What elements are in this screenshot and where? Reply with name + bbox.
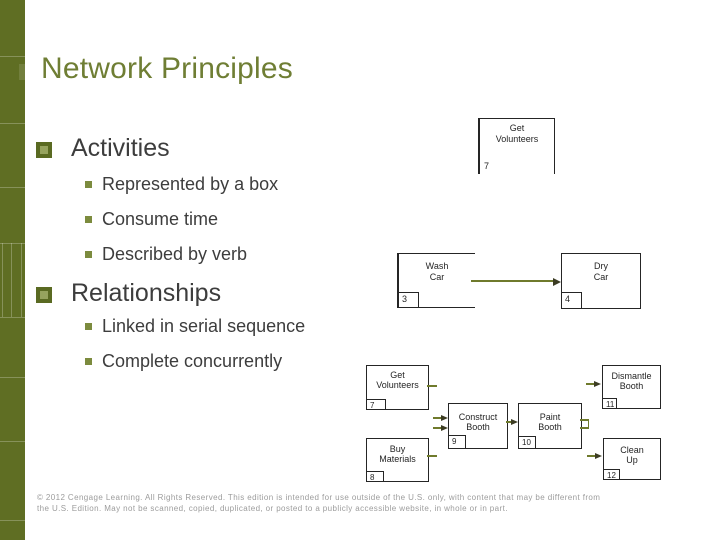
activity-label: Get — [509, 123, 525, 133]
connector-stub — [588, 419, 589, 429]
section-heading-activities: Activities — [71, 134, 170, 162]
bullet-item: Linked in serial sequence — [102, 316, 306, 336]
section-heading-relationships: Relationships — [71, 279, 222, 307]
band-line — [0, 520, 25, 521]
activity-label: Volunteers — [376, 380, 419, 390]
activity-label: Construct — [458, 412, 498, 422]
activity-box-paint-booth: Paint Booth 10 — [518, 403, 582, 449]
connector-stub — [580, 427, 589, 429]
activity-label: Volunteers — [495, 134, 539, 144]
level1-bullet-icon — [36, 142, 52, 158]
activity-label: Get — [390, 370, 405, 380]
activity-duration: 7 — [367, 399, 386, 410]
activity-label: Wash — [425, 261, 449, 271]
copyright-notice: © 2012 Cengage Learning. All Rights Rese… — [37, 492, 600, 514]
bullet-item: Represented by a box — [102, 174, 279, 194]
band-accent — [19, 64, 25, 80]
arrowhead-icon — [441, 415, 448, 421]
activity-box-get-volunteers-serial: Get Volunteers 7 — [478, 118, 555, 174]
band-line — [0, 123, 25, 124]
arrowhead-icon — [553, 278, 561, 286]
activity-duration: 10 — [519, 436, 536, 448]
activity-label: Booth — [619, 381, 644, 391]
level2-bullet-icon — [85, 181, 92, 188]
band-line — [0, 56, 25, 57]
band-line — [0, 317, 25, 318]
arrowhead-icon — [511, 419, 518, 425]
arrow-connector — [471, 280, 554, 282]
connector-stub — [427, 455, 437, 457]
band-line — [0, 441, 25, 442]
activity-label: Booth — [538, 422, 562, 432]
arrow-connector — [587, 455, 596, 457]
band-line — [0, 243, 25, 244]
connector-stub — [427, 385, 437, 387]
band-line — [0, 377, 25, 378]
level2-bullet-icon — [85, 216, 92, 223]
arrowhead-icon — [595, 453, 602, 459]
activity-box-get-volunteers-concurrent: Get Volunteers 7 — [366, 365, 429, 410]
activity-duration: 11 — [603, 398, 617, 409]
activity-duration: 9 — [449, 435, 466, 448]
band-line — [21, 243, 22, 317]
bullet-item: Described by verb — [102, 244, 248, 264]
activity-duration: 8 — [367, 471, 384, 482]
level1-bullet-icon — [36, 287, 52, 303]
activity-label: Clean — [620, 445, 644, 455]
connector-stub — [580, 419, 589, 421]
activity-box-dry-car: Dry Car 4 — [561, 253, 641, 309]
level2-bullet-icon — [85, 251, 92, 258]
activity-label: Car — [593, 272, 609, 282]
slide-title: Network Principles — [41, 52, 294, 85]
copyright-line-1: © 2012 Cengage Learning. All Rights Rese… — [37, 493, 601, 502]
copyright-line-2: the U.S. Edition. May not be scanned, co… — [37, 504, 508, 513]
activity-box-wash-car: Wash Car 3 — [397, 253, 475, 308]
activity-label: Materials — [379, 454, 416, 464]
activity-label: Dismantle — [611, 371, 652, 381]
activity-box-buy-materials: Buy Materials 8 — [366, 438, 429, 482]
arrow-connector — [506, 421, 512, 423]
arrow-connector — [433, 417, 441, 419]
activity-duration: 3 — [399, 292, 419, 307]
level2-bullet-icon — [85, 323, 92, 330]
activity-box-construct-booth: Construct Booth 9 — [448, 403, 508, 449]
activity-box-dismantle-booth: Dismantle Booth 11 — [602, 365, 661, 409]
bullet-item: Complete concurrently — [102, 351, 283, 371]
activity-duration: 12 — [604, 469, 620, 480]
arrow-connector — [586, 383, 595, 385]
band-line — [0, 187, 25, 188]
arrow-connector — [433, 427, 441, 429]
activity-label: Booth — [466, 422, 490, 432]
activity-duration: 4 — [562, 292, 582, 308]
bullet-item: Consume time — [102, 209, 219, 229]
activity-label: Buy — [389, 444, 406, 454]
activity-label: Car — [429, 272, 445, 282]
activity-label: Paint — [539, 412, 561, 422]
arrowhead-icon — [441, 425, 448, 431]
band-line — [2, 243, 3, 317]
band-line — [11, 243, 12, 317]
activity-box-clean-up: Clean Up 12 — [603, 438, 661, 480]
activity-label: Up — [626, 455, 638, 465]
activity-duration: 7 — [484, 161, 490, 171]
level2-bullet-icon — [85, 358, 92, 365]
activity-label: Dry — [594, 261, 608, 271]
arrowhead-icon — [594, 381, 601, 387]
slide-theme-band — [0, 0, 25, 540]
